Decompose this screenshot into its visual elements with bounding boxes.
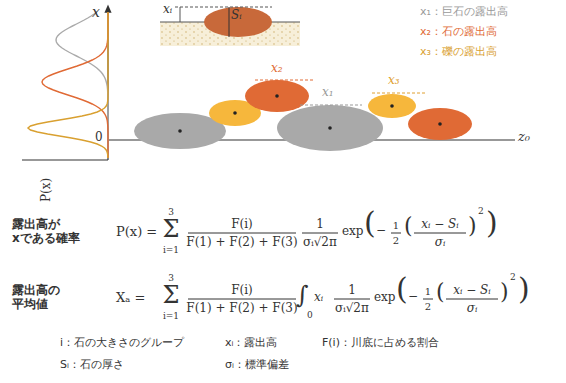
diagram-label: ( (364, 206, 376, 241)
diagram-label: Σ (163, 216, 180, 244)
diagram-label: σᵢ：標準偏差 (225, 359, 289, 372)
diagram-label: 露出高が xである確率 (12, 218, 96, 246)
diagram-label: 1 (316, 218, 324, 232)
diagram-label: ) (500, 279, 509, 304)
diagram-label: σᵢ (435, 236, 446, 250)
diagram-label: i=1 (163, 311, 179, 321)
diagram-label: 露出高の 平均値 (12, 284, 96, 312)
diagram-label: Xₐ = (116, 291, 145, 306)
diagram-label: x₃：礫の露出高 (420, 46, 497, 59)
diagram-label: F(1) + F(2) + F(3) (186, 236, 297, 250)
diagram-label: σᵢ√2π (335, 302, 369, 316)
diagram-label: xᵢ (163, 3, 172, 17)
diagram-label: P(x) (40, 178, 54, 202)
diagram-label: 1 (348, 284, 356, 298)
diagram-label: Sᵢ：石の厚さ (60, 359, 124, 372)
diagram-label: F(1) + F(2) + F(3) (186, 302, 297, 316)
diagram-label: x (92, 4, 100, 20)
diagram-label: ∫ (296, 282, 309, 310)
diagram-label: x₂ (271, 62, 283, 76)
diagram-label: ) (486, 206, 498, 241)
diagram-label: x₁：巨石の露出高 (420, 6, 508, 19)
diagram-label: F(i) (231, 218, 253, 232)
diagram-label: − (376, 224, 386, 238)
diagram-label: x₁ (322, 86, 334, 100)
diagram-label: xᵢ − Sᵢ (421, 218, 459, 232)
diagram-label: ) (518, 272, 530, 307)
diagram-label: Sᵢ (231, 9, 242, 23)
diagram-label: ( (436, 279, 445, 304)
distribution-curve (28, 12, 108, 158)
diagram-label: xᵢ − Sᵢ (453, 284, 491, 298)
diagram-label: 1 (393, 220, 399, 232)
diagram-label: exp (374, 291, 396, 305)
distribution-curve (42, 12, 108, 158)
diagram-label: i=1 (163, 245, 179, 255)
diagram-label: xᵢ：露出高 (225, 337, 277, 350)
diagram-label: i：石の大きさのグループ (60, 337, 184, 350)
diagram-label: σᵢ (467, 302, 478, 316)
diagram-label: σᵢ√2π (303, 236, 337, 250)
diagram-label: ( (396, 272, 408, 307)
diagram-label: ( (404, 213, 413, 238)
diagram-label: xᵢ (314, 291, 323, 305)
diagram-label: 0 (307, 310, 313, 320)
diagram-label: ) (468, 213, 477, 238)
diagram-label: Σ (163, 282, 180, 310)
diagram-label: 2 (393, 235, 399, 247)
diagram-label: 2 (478, 206, 484, 216)
diagram-label: x₂：石の露出高 (420, 26, 497, 39)
diagram-label: 2 (510, 272, 516, 282)
diagram-label: 2 (425, 301, 431, 313)
diagram-label: x₃ (388, 74, 400, 88)
diagram-label: 1 (425, 286, 431, 298)
diagram-label: 0 (95, 131, 103, 145)
diagram-label: z₀ (518, 130, 530, 145)
diagram-label: − (408, 290, 418, 304)
diagram-label: F(i)：川底に占める割合 (322, 337, 439, 350)
diagram-label: P(x) = (116, 225, 157, 240)
diagram-label: F(i) (231, 284, 253, 298)
diagram-label: exp (342, 225, 364, 239)
